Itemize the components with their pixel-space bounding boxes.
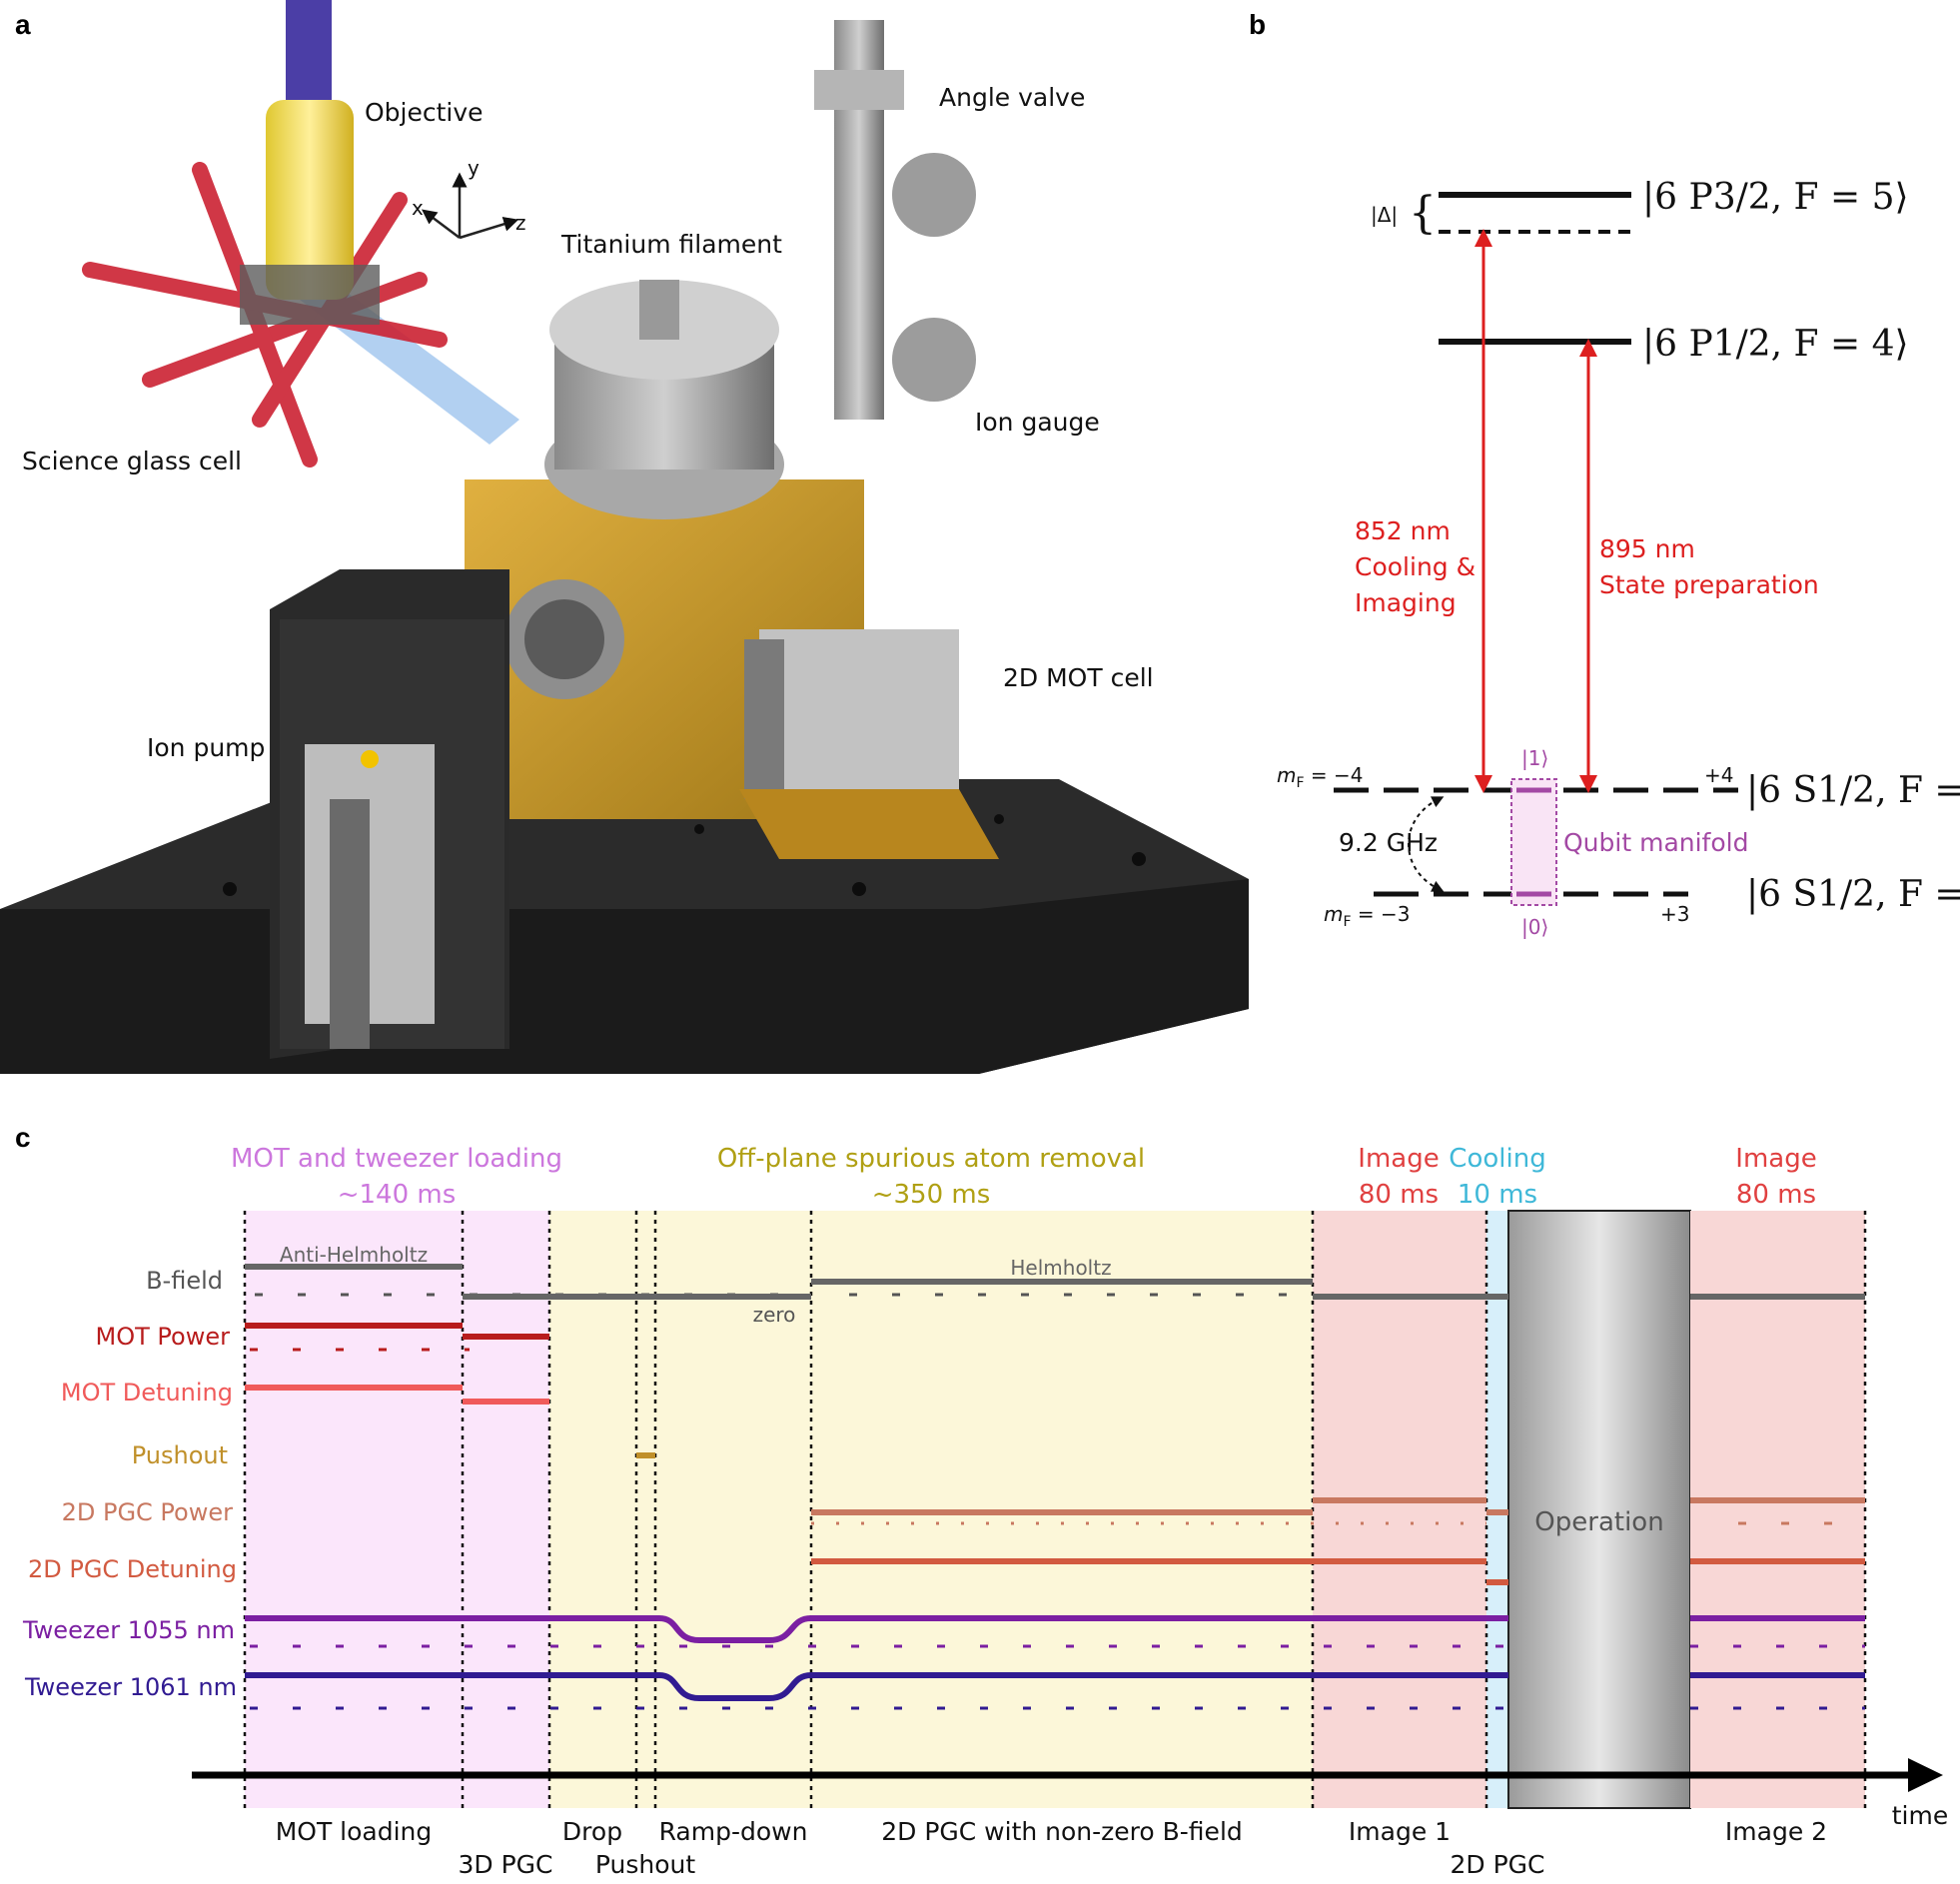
svg-text:895 nm: 895 nm xyxy=(1599,534,1695,563)
section-duration-loading: ~140 ms xyxy=(338,1180,457,1210)
svg-text:{: { xyxy=(1409,188,1437,239)
section-title-image2: Image xyxy=(1735,1144,1816,1174)
channel-tweezer-1055: Tweezer 1055 nm xyxy=(22,1616,235,1644)
trace-2d-pgc-power xyxy=(811,1497,1865,1515)
trace-tweezer-1061 xyxy=(245,1672,1865,1701)
trace-tweezer-1055 xyxy=(245,1615,1865,1643)
svg-text:Imaging: Imaging xyxy=(1355,588,1457,617)
section-title-cooling: Cooling xyxy=(1449,1144,1545,1174)
phase-labels-row1: MOT loading Drop Ramp-down 2D PGC with n… xyxy=(276,1817,1827,1846)
phase-image-2: Image 2 xyxy=(1725,1817,1827,1846)
channel-traces xyxy=(245,1264,1865,1701)
section-duration-removal: ~350 ms xyxy=(872,1180,991,1210)
label-science-glass-cell: Science glass cell xyxy=(22,447,242,475)
trace-mot-detuning xyxy=(245,1385,549,1405)
section-duration-image2: 80 ms xyxy=(1736,1180,1816,1210)
channel-2d-pgc-power: 2D PGC Power xyxy=(62,1498,234,1526)
mf-right-f4: +4 xyxy=(1704,763,1733,787)
phase-mot-loading: MOT loading xyxy=(276,1817,433,1846)
section-title-image1: Image xyxy=(1358,1144,1439,1174)
ket1-label: |1⟩ xyxy=(1521,746,1548,770)
zero-label: zero xyxy=(753,1303,796,1327)
operation-label: Operation xyxy=(1534,1507,1663,1537)
channel-tweezer-1061: Tweezer 1061 nm xyxy=(24,1673,237,1701)
section-title-loading: MOT and tweezer loading xyxy=(231,1144,562,1174)
svg-text:State preparation: State preparation xyxy=(1599,570,1819,599)
label-objective: Objective xyxy=(365,98,484,127)
label-ion-gauge: Ion gauge xyxy=(975,408,1100,437)
trace-2d-pgc-detuning xyxy=(811,1558,1865,1585)
phase-labels-row2: 3D PGC Pushout 2D PGC xyxy=(458,1850,1544,1879)
ket-s12-f4: |6 S1/2, F = 4⟩ xyxy=(1746,770,1960,811)
mf-right-f3: +3 xyxy=(1660,902,1689,926)
mf-left-f4: mF = −4 xyxy=(1277,763,1364,791)
ket-p32: |6 P3/2, F = 5⟩ xyxy=(1642,177,1909,218)
channel-mot-detuning: MOT Detuning xyxy=(61,1379,233,1407)
hyperfine-label: 9.2 GHz xyxy=(1339,828,1438,857)
helmholtz-label: Helmholtz xyxy=(1010,1256,1111,1280)
phase-drop: Drop xyxy=(562,1817,622,1846)
channel-mot-power: MOT Power xyxy=(96,1323,231,1351)
axis-z-label: z xyxy=(515,211,526,235)
phase-3d-pgc: 3D PGC xyxy=(458,1850,552,1879)
section-headers: MOT and tweezer loading ~140 ms Off-plan… xyxy=(231,1144,1817,1210)
channel-labels: B-field MOT Power MOT Detuning Pushout 2… xyxy=(22,1267,237,1701)
delta-label: |Δ| xyxy=(1371,203,1398,227)
transition-895-label: 895 nm State preparation xyxy=(1599,534,1819,599)
axis-x-label: x xyxy=(412,196,424,220)
phase-ramp-down: Ramp-down xyxy=(659,1817,808,1846)
time-label: time xyxy=(1892,1801,1948,1830)
state-kets: |6 P3/2, F = 5⟩ |6 P1/2, F = 4⟩ |6 S1/2,… xyxy=(1642,177,1960,915)
phase-image-1: Image 1 xyxy=(1349,1817,1451,1846)
svg-text:852 nm: 852 nm xyxy=(1355,516,1451,545)
channel-baselines xyxy=(250,1293,1865,1710)
ket-p12: |6 P1/2, F = 4⟩ xyxy=(1642,324,1909,365)
operation-block xyxy=(1507,1210,1691,1809)
label-ion-pump: Ion pump xyxy=(147,733,265,762)
trace-mot-power xyxy=(245,1323,549,1340)
axis-y-label: y xyxy=(468,156,480,180)
panel-c-letter: c xyxy=(15,1122,31,1153)
trace-b-field xyxy=(245,1264,1865,1300)
ket-s12-f3: |6 S1/2, F = 3⟩ xyxy=(1746,874,1960,915)
ket0-label: |0⟩ xyxy=(1521,915,1548,939)
level-diagram: { xyxy=(1334,188,1738,906)
time-axis xyxy=(192,1758,1943,1792)
panel-b-letter: b xyxy=(1249,9,1266,40)
apparatus-render xyxy=(0,0,1249,1074)
channel-2d-pgc-detuning: 2D PGC Detuning xyxy=(28,1555,237,1583)
transition-852-label: 852 nm Cooling & Imaging xyxy=(1355,516,1475,617)
svg-text:Cooling &: Cooling & xyxy=(1355,552,1475,581)
label-titanium-filament: Titanium filament xyxy=(560,230,782,259)
section-title-removal: Off-plane spurious atom removal xyxy=(717,1144,1145,1174)
section-duration-cooling: 10 ms xyxy=(1458,1180,1537,1210)
label-angle-valve: Angle valve xyxy=(939,83,1085,112)
phase-pushout: Pushout xyxy=(595,1850,695,1879)
qubit-manifold-label: Qubit manifold xyxy=(1563,828,1748,857)
section-duration-image1: 80 ms xyxy=(1359,1180,1439,1210)
panel-a-letter: a xyxy=(15,9,31,40)
mf-left-f3: mF = −3 xyxy=(1324,902,1411,930)
phase-2d-pgc: 2D PGC xyxy=(1450,1850,1544,1879)
anti-helmholtz-label: Anti-Helmholtz xyxy=(280,1243,428,1267)
channel-b-field: B-field xyxy=(146,1267,223,1295)
phase-2d-pgc-nonzero-b: 2D PGC with non-zero B-field xyxy=(881,1817,1243,1846)
label-2d-mot-cell: 2D MOT cell xyxy=(1003,663,1154,692)
channel-pushout: Pushout xyxy=(132,1441,228,1469)
